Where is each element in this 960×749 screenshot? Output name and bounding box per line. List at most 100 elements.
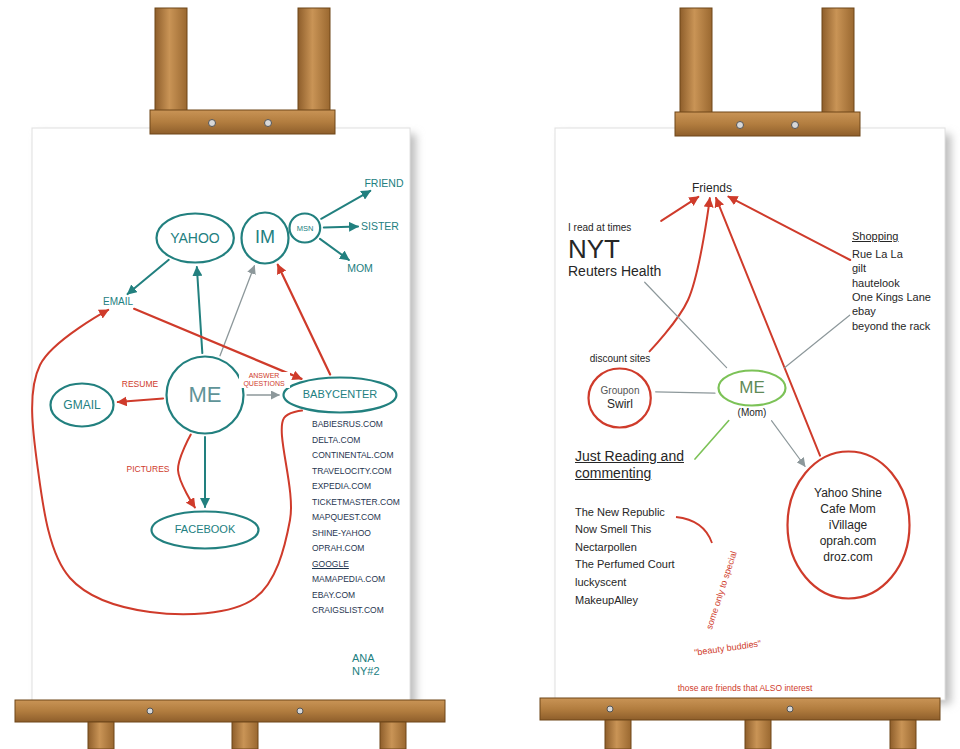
node-text: MOM — [347, 262, 373, 275]
node-text: BABYCENTER — [303, 388, 378, 401]
node-body: FRIEND — [364, 177, 403, 190]
node-text-block: GrouponSwirl — [601, 385, 640, 411]
ellipse-outline — [242, 213, 289, 264]
node-body: Just Reading and commentingThe New Repub… — [575, 448, 693, 609]
ellipse-outline — [51, 384, 114, 427]
connector-arrow — [728, 197, 850, 260]
node-text: droz.com — [823, 549, 872, 565]
ellipse-outline — [156, 214, 233, 263]
node-text-block: FACEBOOK — [175, 523, 236, 536]
circle-node: ME(Mom) — [717, 369, 787, 419]
node-text-block: ME — [739, 378, 765, 398]
node-body: EMAIL — [103, 296, 133, 308]
connector-arrow — [324, 226, 358, 229]
node-body: Friends — [692, 181, 732, 195]
node-body: GrouponSwirl — [587, 367, 652, 429]
node-text: iVillage — [829, 517, 867, 533]
node-text-block: GMAIL — [63, 398, 100, 412]
site-list-item: SHINE-YAHOO — [312, 528, 371, 538]
node-text: Now Smell This — [575, 521, 651, 539]
easel-leg — [890, 720, 916, 749]
easel-leg — [380, 722, 406, 749]
circle-node: ME — [165, 355, 245, 435]
node-text-block: IM — [255, 227, 275, 249]
bolt — [787, 706, 793, 712]
connector-arrow — [204, 437, 206, 507]
text-group: I read at timesNYTReuters Health — [568, 222, 661, 280]
node-text-block: BABYCENTER — [303, 388, 378, 401]
connector-arrow — [197, 267, 202, 353]
edge-label: RESUME — [120, 380, 160, 390]
connector-arrow — [661, 197, 698, 221]
easel-post — [680, 8, 712, 126]
node-body: IM — [240, 211, 290, 265]
connector-line — [695, 421, 729, 460]
bolt — [265, 120, 272, 127]
node-body: MSN — [288, 212, 322, 244]
ellipse-outline — [290, 214, 321, 243]
connector-arrow — [118, 398, 163, 402]
node-text: IM — [255, 227, 275, 249]
easel-leg — [605, 720, 631, 749]
ellipse-node: IM — [240, 211, 290, 265]
node-text: GMAIL — [63, 398, 100, 412]
connector-line — [645, 282, 727, 367]
ellipse-node: YAHOO — [155, 212, 235, 264]
node-text: FACEBOOK — [175, 523, 236, 536]
node-body: I read at timesNYTReuters Health — [568, 222, 661, 280]
node-text: luckyscent — [575, 574, 626, 592]
easel-leg — [88, 722, 114, 749]
signature-note: ANA NY#2 — [352, 652, 392, 678]
node-text-block: YAHOO — [170, 230, 220, 247]
site-list-item: MAPQUEST.COM — [312, 512, 381, 522]
site-list-item: TICKETMASTER.COM — [312, 497, 400, 507]
bolt — [737, 122, 744, 129]
connector-arrow — [278, 265, 330, 375]
node-body: FACEBOOK — [150, 510, 260, 550]
node-text-block: Yahoo ShineCafe MomiVillageoprah.comdroz… — [814, 485, 882, 566]
node-text-block: EMAIL — [103, 296, 133, 308]
node-text: SISTER — [361, 220, 399, 233]
site-list-item: DELTA.COM — [312, 435, 360, 445]
node-text: Just Reading and commenting — [575, 448, 693, 482]
node-text: gilt — [852, 261, 866, 275]
node-text-block: Just Reading and commentingThe New Repub… — [575, 448, 693, 609]
bolt — [147, 708, 153, 714]
node-text: EMAIL — [103, 296, 133, 308]
node-text-block: SISTER — [361, 220, 399, 233]
site-list-item: OPRAH.COM — [312, 543, 364, 553]
node-text: Cafe Mom — [820, 501, 875, 517]
bolt — [209, 120, 216, 127]
site-list-item: MAMAPEDIA.COM — [312, 574, 385, 584]
text-node: Friends — [692, 181, 732, 195]
edge-label: PICTURES — [125, 465, 172, 475]
connector-arrow — [220, 266, 254, 356]
node-body: GMAIL — [49, 382, 115, 428]
site-list-item: BABIESRUS.COM — [312, 419, 383, 429]
node-body: SISTER — [361, 220, 399, 233]
node-text: Yahoo Shine — [814, 485, 882, 501]
ellipse-outline — [787, 452, 909, 599]
easel-post — [298, 8, 330, 126]
annotation: those are friends that ALSO interest — [678, 683, 813, 693]
connector-arrow — [320, 239, 349, 260]
node-text-block: MSN — [297, 224, 314, 233]
site-list-item: CONTINENTAL.COM — [312, 450, 394, 460]
ellipse-outline — [719, 371, 786, 406]
ellipse-outline — [284, 378, 397, 413]
ellipse-node: GMAIL — [49, 382, 115, 428]
text-node: EMAIL — [103, 296, 133, 308]
node-text: Nectarpollen — [575, 539, 637, 557]
connector-line — [785, 315, 850, 368]
text-node: SISTER — [361, 220, 399, 233]
ellipse-node: FACEBOOK — [150, 510, 260, 550]
annotation: "beauty buddies" — [694, 638, 762, 658]
node-body: Yahoo ShineCafe MomiVillageoprah.comdroz… — [786, 450, 911, 600]
node-text-block: FRIEND — [364, 177, 403, 190]
connector-arrow — [321, 191, 370, 219]
node-text: MakeupAlley — [575, 592, 638, 610]
node-text: The Perfumed Court — [575, 556, 675, 574]
connector-arrow — [772, 421, 805, 467]
whiteboard — [555, 128, 945, 700]
easel-ledge — [540, 698, 940, 720]
